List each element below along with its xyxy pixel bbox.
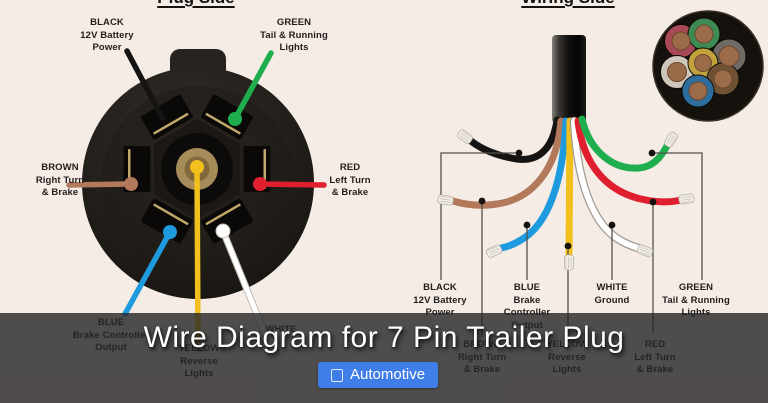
label-line: & Brake	[331, 187, 369, 199]
brown-wire-pointer	[66, 181, 134, 188]
red-wire	[574, 117, 683, 206]
blue-wire	[497, 117, 570, 252]
wire-function: Right Turn& Brake	[10, 175, 110, 200]
wiring-label-white: WHITE Ground	[557, 282, 667, 307]
wire-color-name: RED	[339, 162, 361, 173]
wire-color-name: BLUE	[513, 282, 541, 293]
label-line: Controller	[472, 307, 582, 320]
yellow-wire-pointer	[194, 164, 201, 344]
cable-cross-section-photo	[652, 10, 764, 122]
white-wire-pointer	[220, 228, 266, 332]
plug-label-red: RED Left Turn& Brake	[300, 162, 400, 200]
wire-color-name: BLACK	[423, 282, 457, 293]
plug-side-header: Plug Side	[136, 0, 256, 8]
brown-wire	[449, 117, 565, 209]
black-wire-pointer	[124, 48, 166, 122]
label-line: & Brake	[41, 187, 79, 199]
label-line: 12V Battery	[413, 294, 467, 306]
wire-color-name: BLACK	[90, 17, 124, 28]
wiring-side-header: Wiring Side	[508, 0, 628, 8]
red-wire-pointer	[257, 181, 327, 188]
yellow-wire	[565, 117, 574, 259]
label-line: Lights	[641, 307, 751, 320]
label-line: Right Turn	[35, 174, 85, 186]
title-overlay-bar	[0, 313, 768, 403]
label-line: Tail & Running	[260, 29, 328, 41]
category-badge[interactable]: Automotive	[318, 362, 439, 388]
blue-wire-pointer	[122, 229, 173, 317]
label-line: Lights	[279, 42, 309, 54]
wire-color-name: GREEN	[276, 17, 312, 28]
wire-function: Ground	[557, 295, 667, 308]
label-line: Power	[92, 42, 122, 54]
label-line: Power	[385, 307, 495, 320]
square-outline-icon	[331, 368, 343, 382]
category-badge-label: Automotive	[350, 366, 426, 383]
wiring-wires	[449, 115, 683, 259]
label-line: Brake	[513, 294, 541, 306]
black-wire	[467, 116, 561, 163]
wire-color-name: GREEN	[678, 282, 714, 293]
green-wire	[578, 115, 671, 172]
plug-pointer-wires	[66, 48, 327, 344]
page-title: Wire Diagram for 7 Pin Trailer Plug	[143, 321, 625, 354]
wire-color-name: WHITE	[596, 282, 628, 293]
leader-dots	[478, 149, 657, 250]
wire-color-name: BROWN	[41, 162, 79, 173]
cable-sheath	[552, 35, 586, 123]
label-line: Ground	[594, 294, 630, 306]
green-wire-pointer	[232, 50, 274, 122]
label-line: Left Turn	[329, 174, 371, 186]
label-line: Tail & Running	[662, 294, 730, 306]
wire-function: Left Turn& Brake	[300, 175, 400, 200]
label-line: 12V Battery	[80, 29, 134, 41]
plug-label-brown: BROWN Right Turn& Brake	[10, 162, 110, 200]
